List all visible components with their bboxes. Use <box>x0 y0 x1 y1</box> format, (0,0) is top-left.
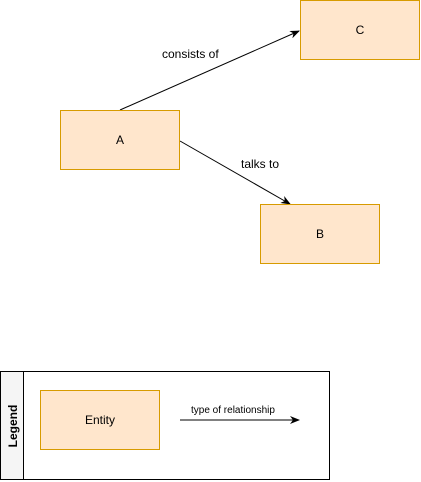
node-b-label: B <box>315 227 324 241</box>
edge-label-talks-to: talks to <box>241 157 280 171</box>
legend-header: Legend <box>1 372 24 479</box>
node-a-label: A <box>115 133 124 147</box>
edge-label-consists-of: consists of <box>162 47 219 61</box>
legend-relationship-label: type of relationship <box>191 405 275 416</box>
node-b[interactable]: B <box>260 204 380 264</box>
node-a[interactable]: A <box>60 110 180 170</box>
legend-panel: Legend <box>0 371 330 480</box>
legend-entity-label: Entity <box>84 413 115 427</box>
edge-a-to-b[interactable] <box>179 140 291 205</box>
legend-entity-sample: Entity <box>40 390 160 450</box>
node-c-label: C <box>355 23 365 37</box>
node-c[interactable]: C <box>300 0 420 60</box>
edge-a-to-c[interactable] <box>119 30 300 111</box>
legend-title: Legend <box>6 404 20 448</box>
